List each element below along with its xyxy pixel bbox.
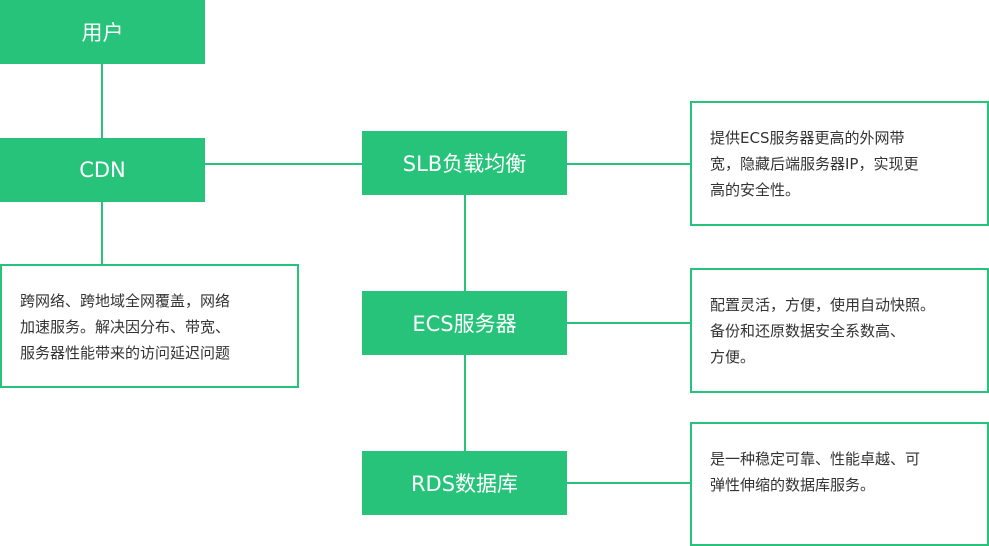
slb-description-line: 提供ECS服务器更高的外网带 (710, 129, 905, 147)
cdn-description-line: 服务器性能带来的访问延迟问题 (20, 344, 231, 362)
slb-node-label: SLB负载均衡 (402, 152, 527, 176)
ecs-description-line: 备份和还原数据安全系数高、 (710, 322, 906, 340)
rds-description-line: 弹性伸缩的数据库服务。 (710, 476, 876, 494)
rds-description-line: 是一种稳定可靠、性能卓越、可 (710, 450, 921, 468)
user-node: 用户 (0, 0, 205, 64)
slb-description-box: 提供ECS服务器更高的外网带 宽，隐藏后端服务器IP，实现更 高的安全性。 (690, 101, 989, 226)
cdn-description-box: 跨网络、跨地域全网覆盖，网络 加速服务。解决因分布、带宽、 服务器性能带来的访问… (0, 264, 299, 388)
ecs-node-label: ECS服务器 (412, 312, 517, 336)
cdn-node: CDN (0, 138, 205, 202)
ecs-description-box: 配置灵活，方便，使用自动快照。 备份和还原数据安全系数高、 方便。 (690, 268, 989, 393)
user-node-label: 用户 (81, 21, 124, 45)
cdn-description-line: 加速服务。解决因分布、带宽、 (20, 318, 231, 336)
ecs-node: ECS服务器 (362, 291, 567, 355)
ecs-description-line: 方便。 (710, 348, 756, 366)
rds-description-box: 是一种稳定可靠、性能卓越、可 弹性伸缩的数据库服务。 (690, 422, 989, 546)
slb-node: SLB负载均衡 (362, 131, 567, 195)
cdn-node-label: CDN (79, 158, 126, 182)
rds-node: RDS数据库 (362, 451, 567, 515)
ecs-description-line: 配置灵活，方便，使用自动快照。 (710, 296, 936, 314)
rds-node-label: RDS数据库 (410, 472, 519, 496)
cdn-description-line: 跨网络、跨地域全网覆盖，网络 (20, 292, 231, 310)
slb-description-line: 高的安全性。 (710, 181, 801, 199)
slb-description-line: 宽，隐藏后端服务器IP，实现更 (710, 155, 919, 173)
